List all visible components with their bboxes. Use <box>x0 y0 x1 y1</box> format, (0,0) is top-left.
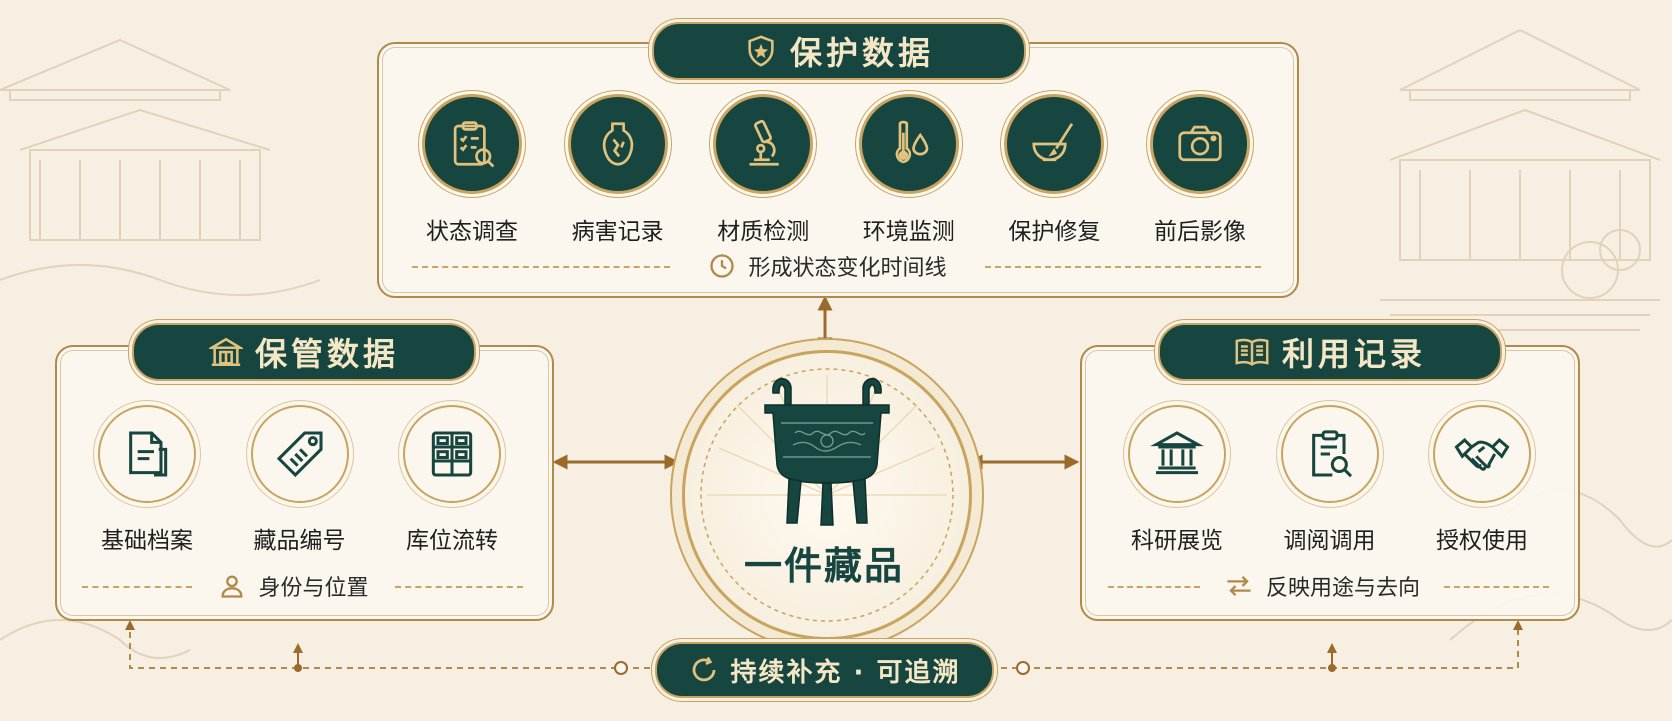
custody-title-badge: 保管数据 <box>132 323 476 381</box>
custody-footer-divider-right <box>395 586 523 588</box>
protection-item[interactable]: 病害记录 <box>563 94 673 246</box>
custody-item[interactable]: 库位流转 <box>397 405 507 555</box>
person-icon <box>221 575 243 598</box>
custody-item-label: 基础档案 <box>101 528 193 554</box>
shield-icon <box>748 35 774 67</box>
custody-title: 保管数据 <box>254 335 399 373</box>
storage-cabinet-icon <box>431 431 473 477</box>
usage-footer-divider-left <box>1108 586 1200 588</box>
custody-footer-text: 身份与位置 <box>258 576 369 601</box>
protection-item-label: 材质检测 <box>717 219 810 245</box>
exchange-arrows-icon <box>1227 575 1251 597</box>
protection-item-label: 保护修复 <box>1008 219 1101 245</box>
custody-item[interactable]: 基础档案 <box>92 405 202 555</box>
museum-columns-icon <box>1150 431 1204 475</box>
usage-item[interactable]: 授权使用 <box>1427 405 1537 555</box>
usage-item-label: 调阅调用 <box>1283 528 1376 554</box>
usage-item[interactable]: 调阅调用 <box>1275 405 1385 555</box>
feedback-loop-right <box>990 620 1523 669</box>
microscope-icon <box>749 119 779 166</box>
protection-footer-divider-left <box>412 266 670 268</box>
usage-item-label: 科研展览 <box>1131 528 1223 554</box>
protection-data-panel <box>377 42 1299 298</box>
document-folder-icon <box>129 431 168 477</box>
usage-footer: 反映用途与去向 <box>1200 568 1444 604</box>
protection-footer: 形成状态变化时间线 <box>670 248 985 284</box>
thermometer-drop-icon <box>895 120 929 164</box>
clock-icon <box>710 254 735 278</box>
feedback-loop-left <box>125 620 650 669</box>
custody-items: 基础档案 藏品编号 库位流转 <box>92 405 507 555</box>
protection-item-label: 前后影像 <box>1153 219 1246 245</box>
document-search-icon <box>1311 430 1352 478</box>
protection-item[interactable]: 环境监测 <box>854 94 964 246</box>
protection-footer-divider-right <box>985 266 1261 268</box>
cracked-vase-icon <box>602 122 633 166</box>
clipboard-search-icon <box>453 121 495 168</box>
custody-footer: 身份与位置 <box>192 568 395 604</box>
bronze-ding-icon <box>700 368 954 622</box>
usage-title-badge: 利用记录 <box>1158 323 1502 381</box>
open-book-icon <box>1235 338 1269 366</box>
protection-title-badge: 保护数据 <box>652 22 1026 80</box>
usage-item-label: 授权使用 <box>1436 528 1528 554</box>
protection-item-label: 环境监测 <box>862 219 955 245</box>
custody-item-label: 库位流转 <box>406 528 498 554</box>
camera-icon <box>1178 125 1222 162</box>
bottom-label: 持续补充 · 可追溯 <box>730 657 961 688</box>
handshake-icon <box>1454 438 1510 471</box>
center-title: 一件藏品 <box>743 544 904 588</box>
protection-item[interactable]: 状态调查 <box>417 94 527 246</box>
refresh-icon <box>692 656 715 682</box>
usage-title: 利用记录 <box>1281 335 1426 373</box>
center-artifact-disc <box>682 350 972 640</box>
custody-item-label: 藏品编号 <box>253 528 346 554</box>
usage-footer-divider-right <box>1444 586 1549 588</box>
museum-building-icon <box>208 337 243 367</box>
bottom-badge: 持续补充 · 可追溯 <box>655 642 994 698</box>
usage-footer-text: 反映用途与去向 <box>1265 576 1420 601</box>
tag-icon <box>276 431 323 478</box>
protection-title: 保护数据 <box>789 34 934 72</box>
protection-footer-text: 形成状态变化时间线 <box>748 256 947 281</box>
protection-item[interactable]: 前后影像 <box>1145 94 1255 246</box>
custody-item[interactable]: 藏品编号 <box>245 405 355 555</box>
custody-footer-divider-left <box>82 586 192 588</box>
protection-item[interactable]: 材质检测 <box>708 94 818 246</box>
bowl-brush-icon <box>1032 123 1074 162</box>
protection-item[interactable]: 保护修复 <box>999 94 1109 246</box>
usage-items: 科研展览 调阅调用 授权使用 <box>1122 405 1537 555</box>
protection-items: 状态调查 病害记录 材质检测 环境监测 <box>417 94 1255 246</box>
protection-item-label: 状态调查 <box>426 219 518 245</box>
protection-item-label: 病害记录 <box>571 219 664 245</box>
usage-item[interactable]: 科研展览 <box>1122 405 1232 555</box>
